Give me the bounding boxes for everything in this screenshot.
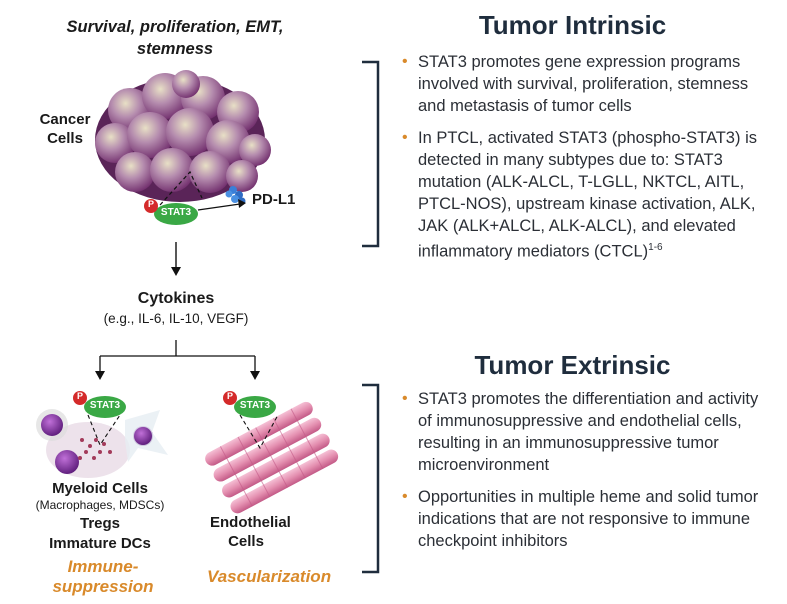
intrinsic-reference: 1-6 — [648, 242, 662, 253]
extrinsic-bracket — [362, 385, 378, 572]
bullet-dot-icon: • — [402, 486, 408, 508]
phospho-label-endothelial: P — [226, 391, 234, 401]
bullet-dot-icon: • — [402, 388, 408, 410]
tregs-label: Tregs — [20, 514, 180, 533]
immune-suppression-label: Immune-suppression — [48, 557, 158, 597]
myeloid-sub: (Macrophages, MDSCs) — [20, 498, 180, 512]
extrinsic-title: Tumor Extrinsic — [400, 350, 745, 381]
cancer-cells-label: Cancer Cells — [30, 110, 100, 148]
endothelial-label: Endothelial Cells — [210, 513, 282, 551]
intrinsic-bullet: • STAT3 promotes gene expression program… — [400, 51, 760, 117]
phospho-label-myeloid: P — [76, 391, 84, 401]
intrinsic-bullet: • In PTCL, activated STAT3 (phospho-STAT… — [400, 127, 760, 263]
extrinsic-bullet: • Opportunities in multiple heme and sol… — [400, 486, 768, 552]
cancer-cell-cluster — [95, 70, 271, 202]
myeloid-block: Myeloid Cells (Macrophages, MDSCs) Tregs… — [20, 479, 180, 553]
stat3-label-endothelial: STAT3 — [237, 400, 273, 411]
intrinsic-bullets: • STAT3 promotes gene expression program… — [400, 51, 760, 273]
top-caption: Survival, proliferation, EMT, stemness — [40, 16, 310, 60]
stat3-label-myeloid: STAT3 — [87, 400, 123, 411]
stat3-to-pdl1-arrow — [198, 204, 240, 210]
phospho-label-cancer: P — [147, 199, 155, 209]
extrinsic-bullet: • STAT3 promotes the differentiation and… — [400, 388, 768, 476]
vascularization-label: Vascularization — [207, 567, 331, 587]
myeloid-label: Myeloid Cells — [20, 479, 180, 498]
stat3-label-cancer: STAT3 — [158, 207, 194, 218]
intrinsic-title: Tumor Intrinsic — [400, 10, 745, 41]
immature-dcs-label: Immature DCs — [20, 534, 180, 553]
cytokines-examples: (e.g., IL-6, IL-10, VEGF) — [80, 311, 272, 326]
bullet-dot-icon: • — [402, 127, 408, 149]
cytokines-label: Cytokines — [80, 289, 272, 308]
extrinsic-bullets: • STAT3 promotes the differentiation and… — [400, 388, 768, 562]
cytokines-block: Cytokines (e.g., IL-6, IL-10, VEGF) — [80, 289, 272, 326]
intrinsic-bracket — [362, 62, 378, 246]
endothelial-vessels-illustration — [203, 399, 341, 515]
bullet-dot-icon: • — [402, 51, 408, 73]
immune-cells-illustration — [36, 409, 168, 478]
pd-l1-label: PD-L1 — [252, 190, 295, 209]
